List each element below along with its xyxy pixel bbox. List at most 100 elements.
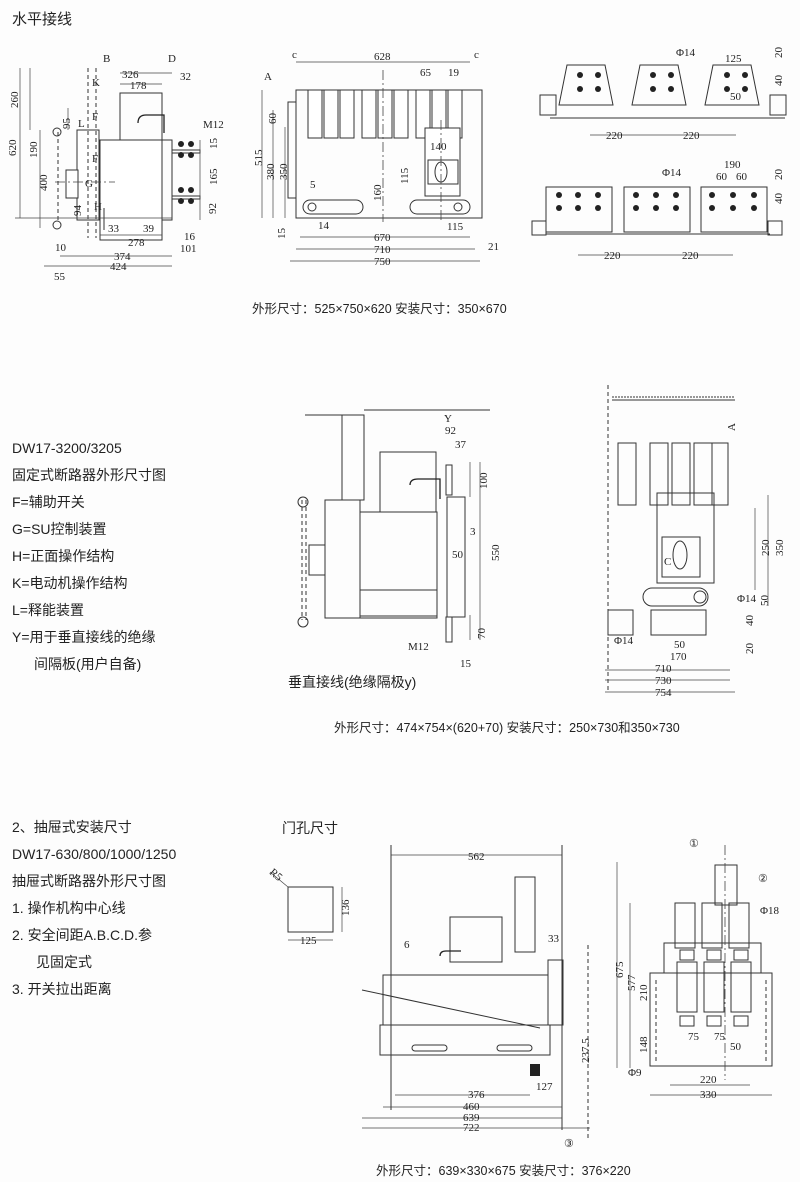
legend-line: 2、抽屉式安装尺寸 [12,819,132,835]
dim-label: 20 [773,169,785,181]
dim-label: Φ14 [614,635,634,647]
legend-line: 2. 安全间距A.B.C.D.参 [12,927,153,943]
dim-label: 754 [655,687,672,699]
dimension-labels: B D 326 178 32 260 620 190 400 95 L K F … [7,47,786,1151]
dim-label: 10 [55,242,67,254]
legend-line: F=辅助开关 [12,494,85,510]
legend-line: DW17-3200/3205 [12,440,122,456]
dim-label: 326 [122,69,139,81]
dim-label: 19 [448,67,460,79]
dim-label: 94 [72,205,84,217]
dim-label: 515 [253,149,265,166]
dim-label: 722 [463,1122,480,1134]
dim-label: 33 [548,933,560,945]
dim-label: 380 [265,163,277,180]
dim-label: 710 [374,244,391,256]
dim-label: 92 [207,203,219,214]
dim-label: 330 [700,1089,717,1101]
section1-caption: 外形尺寸：525×750×620 安装尺寸：350×670 [252,302,507,316]
dim-label: 190 [28,141,40,158]
dim-label: 350 [278,163,290,180]
dim-label: 75 [714,1031,726,1043]
legend-line: L=释能装置 [12,602,84,618]
dim-label: C [664,556,671,568]
dim-label: Φ14 [662,167,682,179]
dim-label: 136 [340,899,352,916]
dim-label: 14 [318,220,330,232]
dim-label: 75 [688,1031,700,1043]
dim-label: G [85,178,93,190]
dim-label: 220 [606,130,623,142]
dim-label: c [292,49,297,61]
m12-busbar-bottom [171,187,201,204]
legend-line: 固定式断路器外形尺寸图 [12,467,166,483]
dim-label: ③ [564,1138,574,1150]
dim-label: 237.5 [580,1038,592,1063]
dim-label: 3 [470,526,476,538]
section2-caption: 外形尺寸：474×754×(620+70) 安装尺寸：250×730和350×7… [334,721,680,735]
dim-label: Φ14 [676,47,696,59]
dim-label: R5 [267,866,285,884]
dim-label: M12 [408,641,429,653]
dim-label: 165 [208,168,220,185]
m12-busbar-top [171,141,201,158]
s1-terminal-top-view [539,64,787,136]
legend-line: 1. 操作机构中心线 [12,900,126,916]
dim-label: 15 [460,658,472,670]
dim-label: ② [758,873,768,885]
dim-label: 40 [773,193,785,205]
dim-label: M12 [203,119,224,131]
dim-label: 40 [744,615,756,627]
dim-label: 710 [655,663,672,675]
dim-label: 50 [730,91,742,103]
s1-terminal-bottom-view [531,186,783,256]
dim-label: 33 [108,223,120,235]
dim-label: 101 [180,243,197,255]
dim-label: 628 [374,51,391,63]
dim-label: 550 [490,544,502,561]
dim-label: 210 [638,984,650,1001]
dim-label: 190 [724,159,741,171]
dim-label: 40 [773,75,785,87]
dim-label: 32 [180,71,191,83]
dim-label: F [92,153,98,165]
dim-label: 220 [700,1074,717,1086]
dim-label: 20 [744,643,756,655]
dim-label: 220 [683,130,700,142]
section2-legend: DW17-3200/3205 固定式断路器外形尺寸图 F=辅助开关 G=SU控制… [12,435,166,678]
dim-label: 15 [276,228,288,240]
s1-side-view [15,68,201,267]
dim-label: 400 [38,174,50,191]
dim-label: 730 [655,675,672,687]
dim-label: 92 [445,425,456,437]
dim-label: 21 [488,241,499,253]
dim-label: 60 [267,113,279,125]
dim-label: A [726,423,738,431]
s2-front-view [605,385,769,693]
dim-label: Φ18 [760,905,780,917]
dim-label: 670 [374,232,391,244]
dim-label: 95 [61,118,73,130]
dim-label: 20 [773,47,785,59]
legend-line: G=SU控制装置 [12,521,107,537]
dim-label: 140 [430,141,447,153]
dim-label: 5 [310,179,316,191]
dim-label: 6 [404,939,410,951]
dim-label: 50 [674,639,686,651]
door-hole-title: 门孔尺寸 [282,820,338,836]
dim-label: 60 [736,171,748,183]
dim-label: 260 [9,91,21,108]
dim-label: 15 [208,138,220,150]
dim-label: 160 [372,184,384,201]
dim-label: A [264,71,272,83]
dim-label: 460 [463,1101,480,1113]
s1-front-view [261,61,483,262]
legend-line: 抽屉式断路器外形尺寸图 [12,873,166,889]
dim-label: 55 [54,271,66,283]
dim-label: 220 [604,250,621,262]
dim-label: 562 [468,851,485,863]
s3-front-view [616,845,773,1096]
dim-label: 376 [468,1089,485,1101]
legend-line: K=电动机操作结构 [12,575,128,591]
dim-label: 424 [110,261,127,273]
